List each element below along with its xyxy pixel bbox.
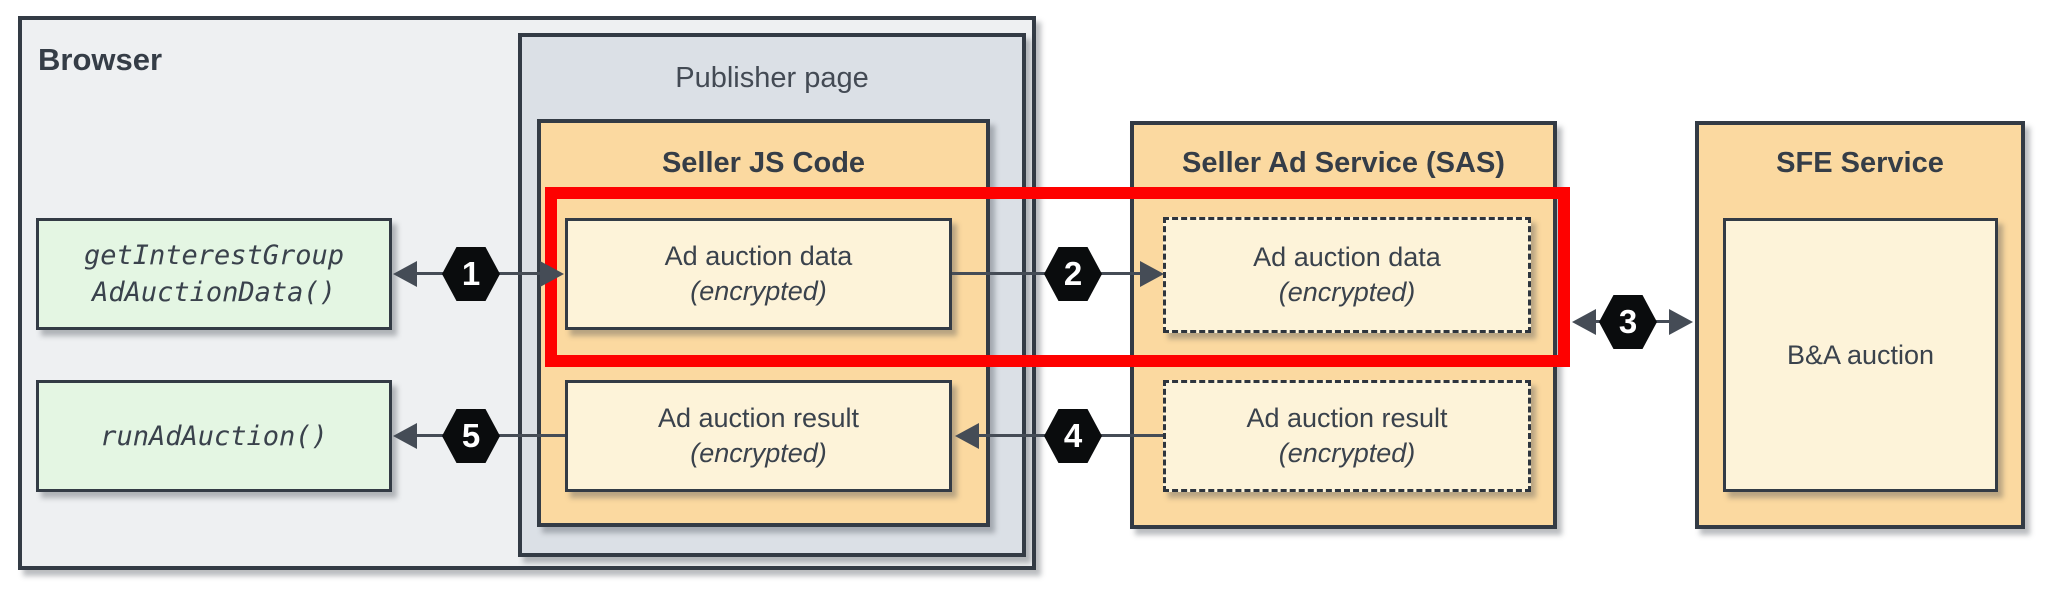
get-interest-group-label: getInterestGroup AdAuctionData() [36, 218, 392, 330]
sas-ad-auction-data-line2: (encrypted) [1278, 277, 1416, 307]
get-interest-group-line1: getInterestGroup [83, 240, 345, 271]
sas-ad-auction-result-line2: (encrypted) [1278, 438, 1416, 468]
arrow-step1-left-head-icon [393, 261, 417, 287]
sas-ad-auction-result-label: Ad auction result (encrypted) [1163, 380, 1531, 492]
js-ad-auction-result-line2: (encrypted) [690, 438, 827, 468]
js-ad-auction-result-box [565, 380, 952, 492]
run-ad-auction-box [36, 380, 392, 492]
sfe-service-title: SFE Service [1776, 147, 1944, 179]
js-ad-auction-data-box [565, 218, 952, 330]
arrow-step3-right-head-icon [1669, 309, 1693, 335]
js-ad-auction-data-line1: Ad auction data [664, 241, 853, 271]
get-interest-group-box [36, 218, 392, 330]
arrow-step5-head-icon [393, 423, 417, 449]
js-ad-auction-data-line2: (encrypted) [690, 276, 827, 306]
step-badge-3: 3 [1599, 295, 1657, 349]
run-ad-auction-line1: runAdAuction() [100, 420, 328, 452]
sas-ad-auction-data-line1: Ad auction data [1253, 242, 1441, 272]
arrow-step1-right-head-icon [540, 261, 564, 287]
arrow-step2-head-icon [1140, 261, 1164, 287]
js-ad-auction-result-line1: Ad auction result [657, 403, 860, 433]
sas-ad-auction-result-line1: Ad auction result [1246, 403, 1448, 433]
seller-ad-service-title: Seller Ad Service (SAS) [1182, 147, 1505, 179]
highlight-red-frame [545, 187, 1570, 367]
step-badge-4: 4 [1044, 409, 1102, 463]
ba-auction-box [1723, 218, 1998, 492]
publisher-page-title: Publisher page [675, 62, 869, 94]
js-ad-auction-result-label: Ad auction result (encrypted) [565, 380, 952, 492]
js-ad-auction-data-label: Ad auction data (encrypted) [565, 218, 952, 330]
sas-ad-auction-data-label: Ad auction data (encrypted) [1163, 217, 1531, 333]
ba-auction-label: B&A auction [1723, 218, 1998, 492]
seller-js-code-title: Seller JS Code [661, 147, 866, 179]
sas-ad-auction-data-box [1163, 217, 1531, 333]
get-interest-group-line2: AdAuctionData() [92, 277, 336, 308]
run-ad-auction-label: runAdAuction() [36, 380, 392, 492]
browser-title: Browser [38, 42, 163, 77]
sas-ad-auction-result-box [1163, 380, 1531, 492]
arrow-step3-left-head-icon [1572, 309, 1596, 335]
arrow-step4-head-icon [955, 423, 979, 449]
ba-auction-line1: B&A auction [1786, 339, 1935, 370]
